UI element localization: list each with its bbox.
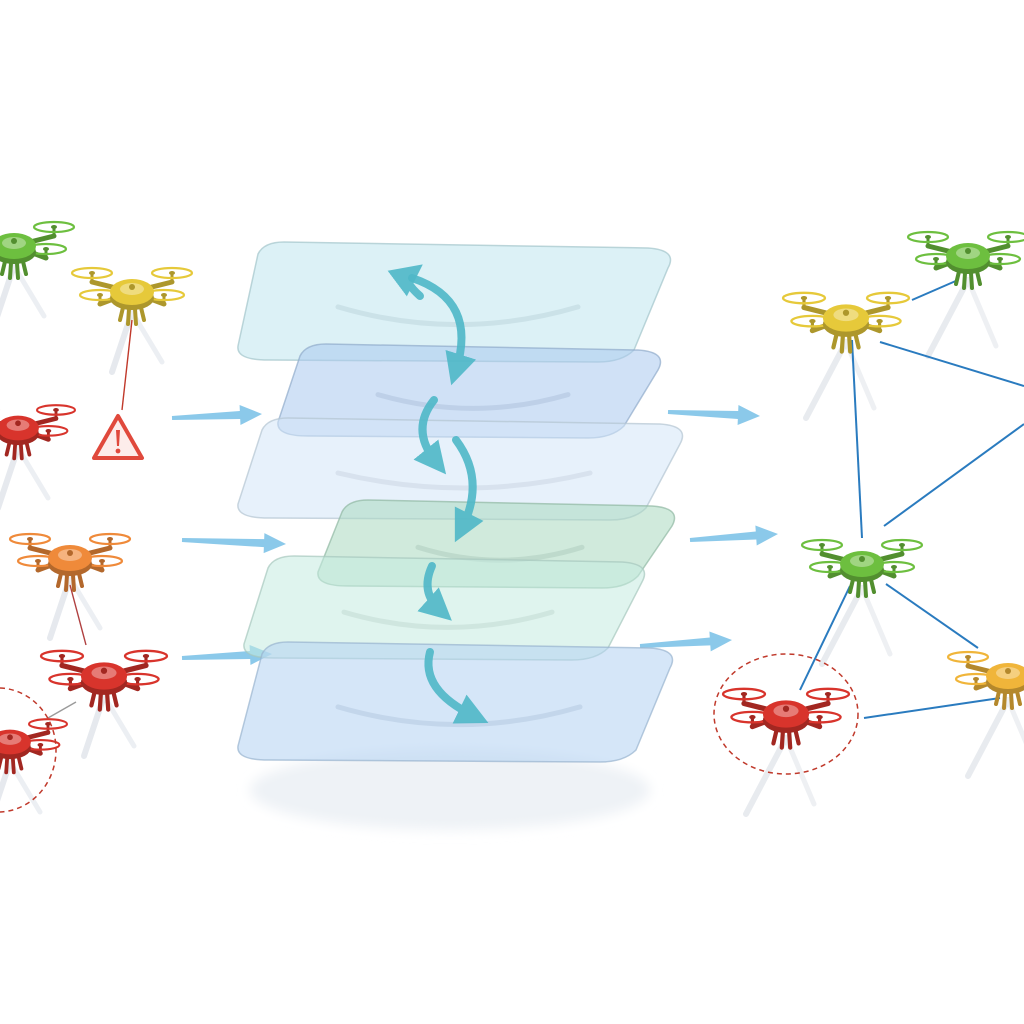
input-arrow-1 [171,404,262,425]
layer-stack [237,241,684,763]
shadow-streak [925,277,971,359]
tether-line [69,584,87,646]
cycle-arrow-4 [417,562,452,621]
drone-l2 [70,266,194,326]
drone-l4 [8,532,132,592]
tether-line [47,701,77,719]
fault-ring-right [713,653,859,775]
cycle-arrow-1 [408,274,477,386]
drone-r3 [800,538,924,598]
shadow-streak [1005,697,1024,745]
network-link [799,585,851,691]
shadow-streak [965,277,999,349]
shadow-streak [743,735,789,817]
tether-line [121,319,133,411]
input-arrow-2 [181,533,286,554]
cycle-arrow-5 [424,648,489,724]
right-swarm [713,230,1024,817]
network-link [885,583,979,649]
cycle-arrow-up [387,264,424,300]
shadow-streak [965,697,1011,779]
shadow-streak [803,339,849,421]
right-swarm-drones [721,230,1024,750]
drone-r5 [721,687,851,750]
fault-ring-left-outline [0,687,57,813]
network-link [851,339,863,539]
drone-r1 [906,230,1024,290]
drone-l6 [0,718,69,775]
drone-r4 [946,650,1024,710]
network-link [879,341,1024,387]
drone-r2 [781,291,911,354]
network-link [883,423,1024,527]
warning-icon [92,414,144,460]
cycle-arrows [387,264,489,724]
output-arrow-2 [689,525,778,546]
shadow-streak [819,585,865,667]
input-arrow-3 [181,644,272,665]
output-arrow-3 [639,631,732,652]
left-swarm-drones [0,220,194,775]
output-arrow-1 [667,405,760,426]
stack-shadow [250,750,650,830]
shadow-streak [859,585,893,657]
layer-2 [277,343,662,439]
cycle-arrow-2 [413,396,447,475]
flow-arrows [171,404,778,665]
drone-l3 [0,404,77,461]
network-link [911,279,959,301]
drone-l1 [0,220,76,280]
cycle-arrow-3 [452,436,484,543]
left-swarm [0,220,194,815]
network-link [863,697,1001,719]
drone-l5 [39,649,169,712]
